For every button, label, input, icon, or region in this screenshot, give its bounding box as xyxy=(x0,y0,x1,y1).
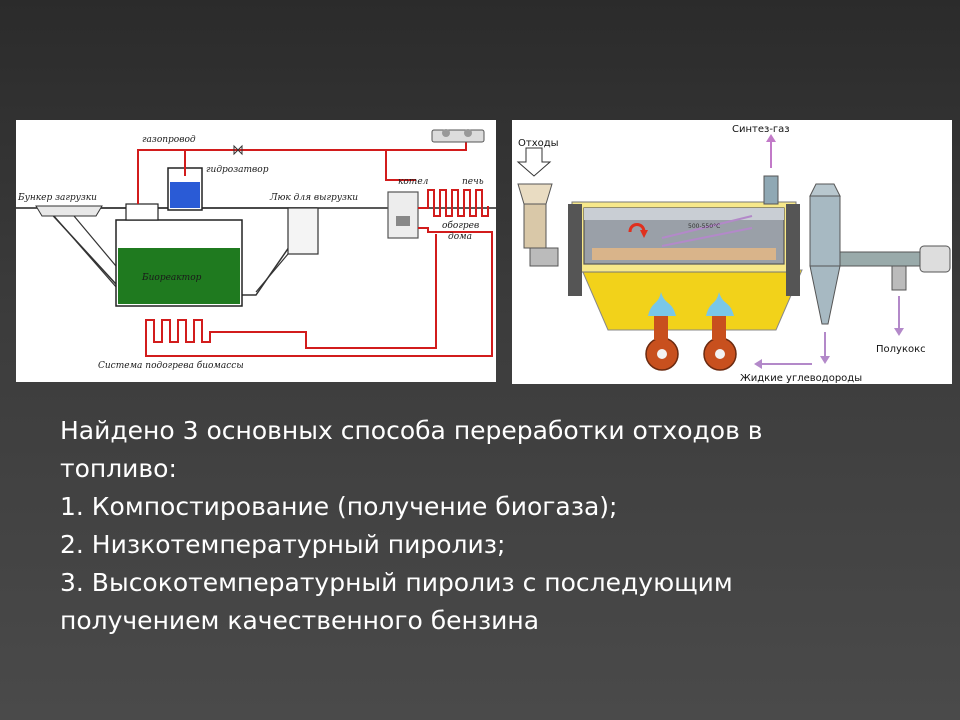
drum-material xyxy=(592,248,776,260)
cyclone-cone xyxy=(809,265,841,325)
feed-hopper xyxy=(517,183,553,205)
heating-return-pipe xyxy=(145,227,493,357)
cyclone-top xyxy=(809,183,841,197)
syngas-outlet xyxy=(763,175,779,205)
burner-left-core xyxy=(657,349,667,359)
caption-line-5: 3. Высокотемпературный пиролиз с последу… xyxy=(60,568,733,597)
unloading-chute xyxy=(255,253,289,293)
loading-bunker-label: Бункер загрузки xyxy=(17,193,97,203)
pyrolysis-diagram-svg: 500-550°C Отходы Синтез-газ Полу xyxy=(516,124,951,384)
loading-chute xyxy=(53,215,125,297)
semicoke-label: Полукокс xyxy=(876,344,926,355)
drum-flange-right xyxy=(786,204,800,296)
loading-bunker xyxy=(35,205,103,217)
caption-line-3: 1. Компостирование (получение биогаза); xyxy=(60,492,618,521)
waste-label: Отходы xyxy=(518,138,559,149)
caption-line-2: топливо: xyxy=(60,454,177,483)
house-heating-coil xyxy=(418,189,489,217)
burner-right-core xyxy=(715,349,725,359)
caption-line-6: получением качественного бензина xyxy=(60,606,540,635)
flame-right-icon xyxy=(706,292,734,316)
furnace-body xyxy=(581,269,803,331)
liquid-hydrocarbons-label: Жидкие углеводороды xyxy=(740,373,862,384)
biogas-diagram-svg: газопровод гидрозатвор Бункер загрузки Л… xyxy=(16,129,496,371)
vapor-flow-arrow xyxy=(661,215,753,239)
stove-icon xyxy=(431,129,485,143)
water-seal-label: гидрозатвор xyxy=(206,165,269,175)
biogas-diagram: газопровод гидрозатвор Бункер загрузки Л… xyxy=(16,120,496,382)
stove-burner-icon xyxy=(442,129,450,137)
heating-system-label: Система подогрева биомассы xyxy=(98,360,244,371)
pit-outline xyxy=(44,207,318,296)
slide-caption: Найдено 3 основных способа переработки о… xyxy=(60,412,940,640)
caption-line-1: Найдено 3 основных способа переработки о… xyxy=(60,416,763,445)
unloading-hatch-label: Люк для выгрузки xyxy=(269,193,358,203)
biomass-heating-coil xyxy=(145,234,437,349)
boiler-icon xyxy=(387,191,419,239)
waste-arrow-icon xyxy=(516,147,552,177)
liquid-arrowhead-down-icon xyxy=(820,356,830,364)
output-motor xyxy=(919,245,951,273)
boiler-label: котел xyxy=(398,177,429,187)
gas-pipe-stove xyxy=(254,142,467,151)
gas-pipe-label: газопровод xyxy=(142,135,196,145)
house-heating-label-2: дома xyxy=(448,232,472,242)
house-heating-label-1: обогрев xyxy=(442,220,479,231)
rotation-arrow-icon xyxy=(628,223,646,233)
water-seal-water xyxy=(170,182,200,208)
caption-line-4: 2. Низкотемпературный пиролиз; xyxy=(60,530,506,559)
liquid-arrowhead-left-icon xyxy=(754,359,762,369)
bioreactor-label: Биореактор xyxy=(141,273,202,283)
vapor-flow-arrow xyxy=(661,227,753,247)
syngas-label: Синтез-газ xyxy=(732,124,790,135)
bioreactor-biomass xyxy=(118,248,240,304)
syngas-arrowhead-icon xyxy=(766,134,776,142)
semicoke-arrowhead-icon xyxy=(894,328,904,336)
valve-icon xyxy=(233,144,243,156)
drum-flange-left xyxy=(568,204,582,296)
stove-label: печь xyxy=(462,177,484,187)
rotary-drum-highlight xyxy=(584,208,784,220)
burner-right-nozzle xyxy=(712,316,726,340)
stove-burner-icon xyxy=(464,129,472,137)
flame-left-icon xyxy=(648,292,676,316)
feed-chute xyxy=(523,203,547,249)
feed-screw xyxy=(529,247,559,267)
tank-neck xyxy=(125,203,159,221)
temperature-label: 500-550°C xyxy=(688,223,720,230)
unloading-hatch xyxy=(287,207,319,255)
pyrolysis-diagram: 500-550°C Отходы Синтез-газ Полу xyxy=(512,120,952,384)
cyclone-body xyxy=(809,195,841,267)
rotation-arrowhead-icon xyxy=(640,230,648,238)
burner-left-nozzle xyxy=(654,316,668,340)
semicoke-outlet xyxy=(891,265,907,291)
boiler-window xyxy=(396,216,410,226)
